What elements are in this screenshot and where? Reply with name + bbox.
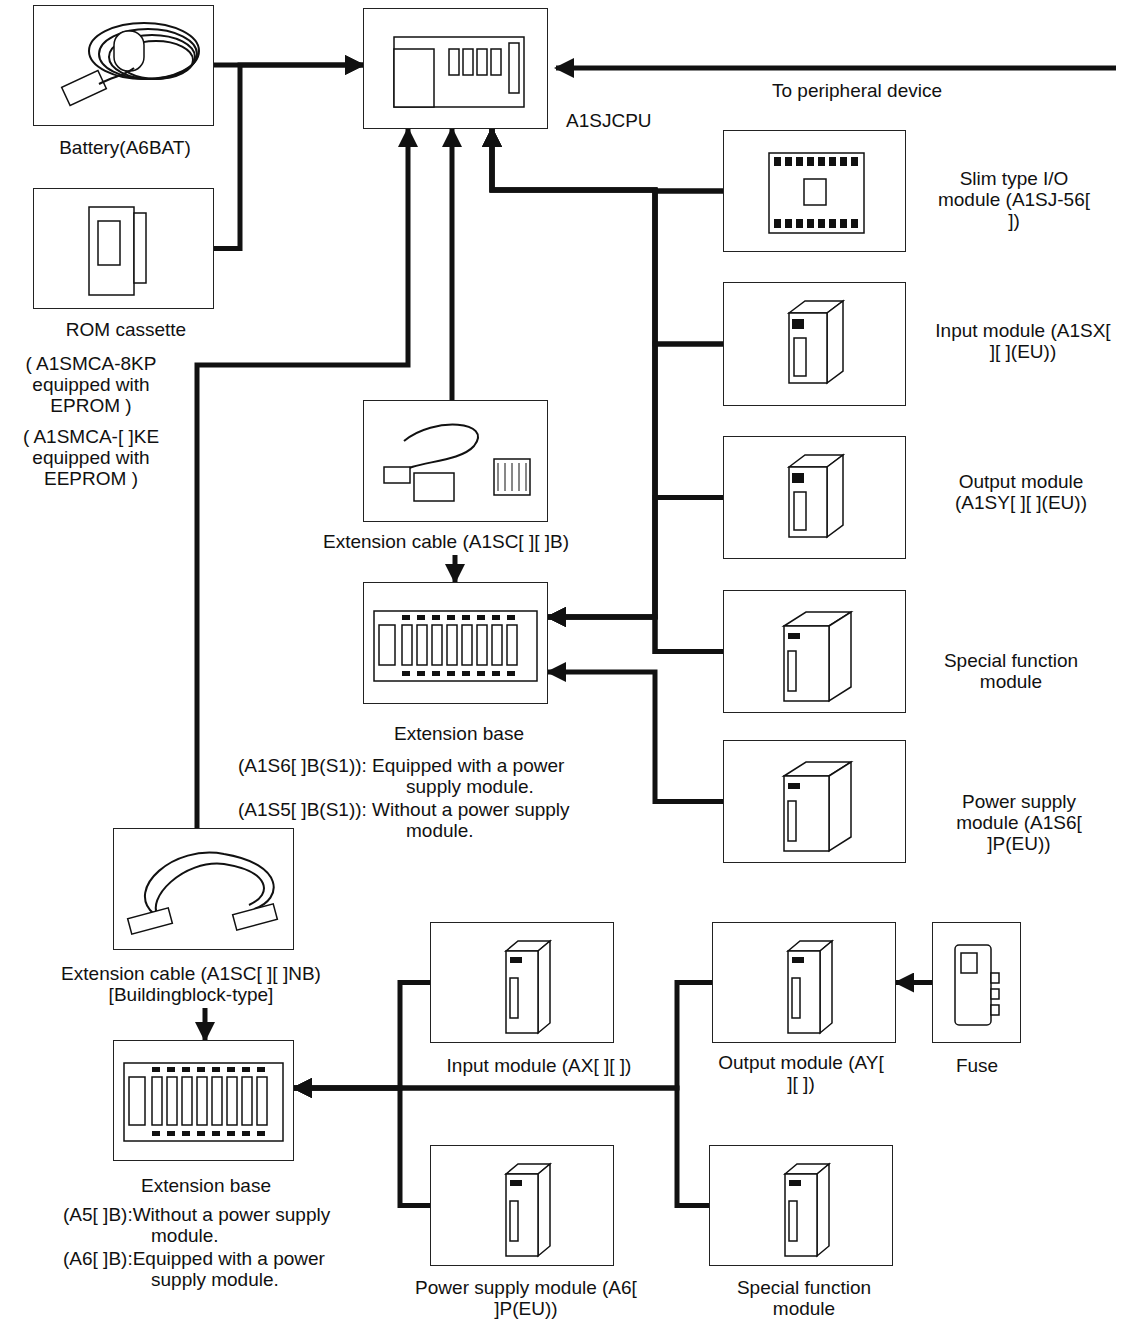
connection-line [492, 129, 723, 191]
component-box: Special function module [723, 590, 906, 713]
component-illustration [114, 829, 295, 951]
component-illustration [724, 591, 907, 714]
component-box: Extension cable (A1SC[ ][ ]NB) [Building… [113, 828, 294, 950]
component-box: Special function module [709, 1145, 893, 1266]
component-note: (A6[ ]B):Equipped with a power supply mo… [63, 1248, 346, 1290]
component-label: Input module (A1SX[ ][ ](EU)) [931, 320, 1116, 362]
peripheral-arrow [556, 66, 1116, 71]
component-label: Output module (AY[ ][ ]) [714, 1052, 889, 1094]
connection-line [453, 555, 458, 582]
component-illustration [431, 923, 615, 1044]
component-box: Extension cable (A1SC[ ][ ]B) [363, 400, 548, 522]
component-illustration [364, 9, 549, 130]
component-illustration [710, 1146, 894, 1267]
connection-line [214, 65, 363, 249]
component-label: Slim type I/O module (A1SJ-56[ ]) [934, 168, 1094, 231]
component-box: Input module (AX[ ][ ]) [430, 922, 614, 1043]
component-box: Slim type I/O module (A1SJ-56[ ]) [723, 130, 906, 252]
component-box: A1SJCPU [363, 8, 548, 129]
component-illustration [724, 437, 907, 560]
component-box: Power supply module (A1S6[ ]P(EU)) [723, 740, 906, 863]
component-note: ( A1SMCA-[ ]KE equipped with EEPROM ) [9, 426, 174, 489]
component-note: ( A1SMCA-8KP equipped with EPROM ) [9, 353, 174, 416]
component-label: Extension cable (A1SC[ ][ ]B) [323, 531, 569, 552]
connection-label: To peripheral device [772, 80, 942, 101]
component-illustration [364, 583, 549, 705]
component-box: Power supply module (A6[ ]P(EU)) [430, 1145, 614, 1266]
connection-line [203, 1008, 208, 1040]
component-label: ROM cassette [66, 319, 186, 340]
component-illustration [34, 6, 215, 127]
component-illustration [724, 741, 907, 864]
connection-line [896, 980, 932, 985]
component-label: Output module (A1SY[ ][ ](EU)) [929, 471, 1114, 513]
component-note: (A1S6[ ]B(S1)): Equipped with a power su… [238, 755, 606, 797]
connection-line [548, 498, 723, 618]
component-label: Extension cable (A1SC[ ][ ]NB) [Building… [19, 963, 364, 1005]
component-note: (A5[ ]B):Without a power supply module. [63, 1204, 346, 1246]
connection-line [548, 672, 723, 802]
component-box: Fuse [932, 922, 1021, 1043]
component-label: Extension base [141, 1175, 271, 1196]
connection-line [450, 129, 455, 400]
component-illustration [724, 131, 907, 253]
component-box: Input module (A1SX[ ][ ](EU)) [723, 282, 906, 406]
component-label: Extension base [394, 723, 524, 744]
component-illustration [724, 283, 907, 407]
component-illustration [364, 401, 549, 523]
component-box: ROM cassette( A1SMCA-8KP equipped with E… [33, 188, 214, 309]
component-illustration [34, 189, 215, 310]
connection-line [294, 983, 430, 1089]
connection-line [548, 617, 723, 652]
component-label: Special function module [919, 650, 1104, 692]
component-label: A1SJCPU [566, 110, 652, 131]
component-label: Special function module [704, 1277, 904, 1319]
connection-line [548, 344, 723, 617]
component-label: Power supply module (A1S6[ ]P(EU)) [934, 791, 1104, 854]
component-label: Power supply module (A6[ ]P(EU)) [406, 1277, 646, 1319]
connection-line [492, 129, 723, 344]
component-label: Fuse [956, 1055, 998, 1076]
connection-line [548, 191, 723, 617]
connection-line [492, 129, 723, 652]
component-box: Extension base(A1S6[ ]B(S1)): Equipped w… [363, 582, 548, 704]
component-illustration [933, 923, 1022, 1044]
component-box: Battery(A6BAT) [33, 5, 214, 126]
component-label: Input module (AX[ ][ ]) [447, 1055, 632, 1076]
component-box: Output module (AY[ ][ ]) [712, 922, 896, 1043]
component-illustration [114, 1041, 295, 1162]
component-box: Output module (A1SY[ ][ ](EU)) [723, 436, 906, 559]
component-label: Battery(A6BAT) [59, 137, 191, 158]
connection-line [294, 1088, 430, 1206]
component-box: Extension base(A5[ ]B):Without a power s… [113, 1040, 294, 1161]
component-illustration [431, 1146, 615, 1267]
component-illustration [713, 923, 897, 1044]
